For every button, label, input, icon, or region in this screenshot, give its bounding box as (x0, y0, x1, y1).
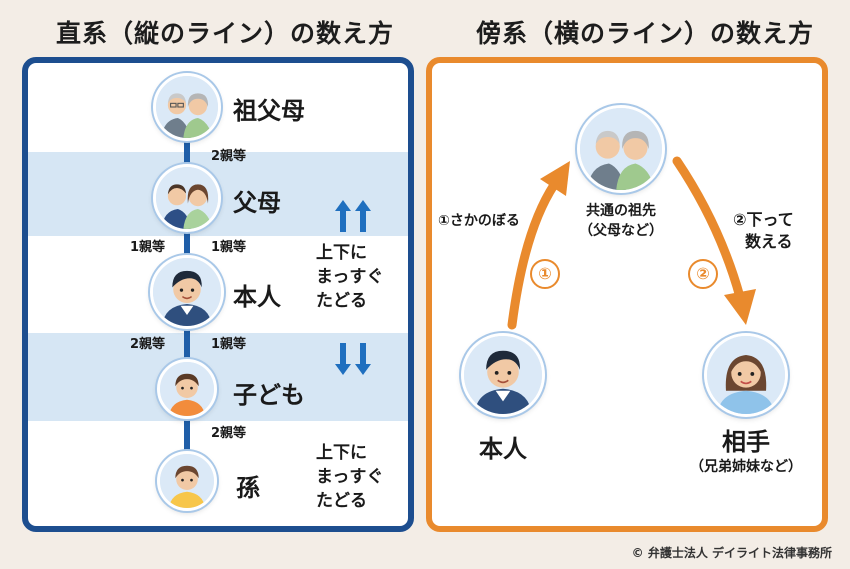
partner-label: 相手 （兄弟姉妹など） (664, 427, 822, 477)
degree-parents-left: 1親等 (130, 240, 166, 255)
step2-label: ②下って 数える (733, 209, 794, 253)
down-arrows-icon (335, 343, 371, 375)
lineal-title: 直系（縦のライン）の数え方 (56, 19, 395, 48)
parents-icon (153, 164, 221, 232)
self-icon (150, 255, 224, 329)
step2-line1: ②下って (733, 210, 794, 229)
grandparents-icon (153, 73, 221, 141)
partner-line1: 相手 (722, 428, 770, 456)
step1-arrowhead (540, 161, 570, 196)
step1-arrow (507, 180, 559, 330)
collateral-title: 傍系（横のライン）の数え方 (476, 19, 815, 48)
partner-line2: （兄弟姉妹など） (690, 459, 802, 475)
note-up-line1: 上下に (316, 243, 367, 263)
degree-grandchild: 2親等 (211, 426, 247, 441)
lineal-node-grandparents: 祖父母 (233, 97, 305, 125)
degree-child-right: 1親等 (211, 337, 247, 352)
note-down: 上下に まっすぐ たどる (316, 441, 383, 513)
lineal-node-child: 子ども (233, 381, 305, 409)
step2-line2: 数える (745, 232, 793, 251)
note-up: 上下に まっすぐ たどる (316, 241, 383, 313)
collateral-arrows (507, 156, 756, 330)
up-arrows-icon (335, 200, 371, 232)
step1-label: ①さかのぼる (438, 213, 520, 229)
step2-arrow (672, 156, 745, 302)
lineal-node-parents: 父母 (233, 189, 281, 217)
ancestor-label: 共通の祖先 （父母など） (565, 201, 677, 241)
partner-icon (704, 333, 788, 417)
ancestor-line1: 共通の祖先 (586, 203, 656, 219)
collateral-panel: 共通の祖先 （父母など） ①さかのぼる ① ②下って 数える ② 本人 (426, 57, 828, 532)
step2-badge: ② (688, 259, 718, 289)
step2-arrowhead (724, 289, 756, 325)
degree-parents-right: 1親等 (211, 240, 247, 255)
degree-grandparents: 2親等 (211, 149, 247, 164)
collateral-self-icon (461, 333, 545, 417)
step1-badge: ① (530, 259, 560, 289)
note-down-line3: たどる (316, 491, 367, 511)
degree-child-left: 2親等 (130, 337, 166, 352)
note-down-line2: まっすぐ (316, 467, 384, 487)
grandchild-icon (157, 451, 217, 511)
ancestor-icon (577, 105, 665, 193)
collateral-self-label: 本人 (479, 435, 527, 463)
note-up-line2: まっすぐ (316, 267, 384, 287)
child-icon (157, 359, 217, 419)
lineal-node-self: 本人 (233, 283, 281, 311)
note-up-line3: たどる (316, 291, 367, 311)
lineal-panel: 祖父母 2親等 父母 1親等 1親等 本人 (22, 57, 414, 532)
ancestor-line2: （父母など） (579, 223, 663, 239)
lineal-node-grandchild: 孫 (236, 474, 260, 502)
copyright: © 弁護士法人 デイライト法律事務所 (631, 546, 832, 560)
note-down-line1: 上下に (316, 443, 367, 463)
